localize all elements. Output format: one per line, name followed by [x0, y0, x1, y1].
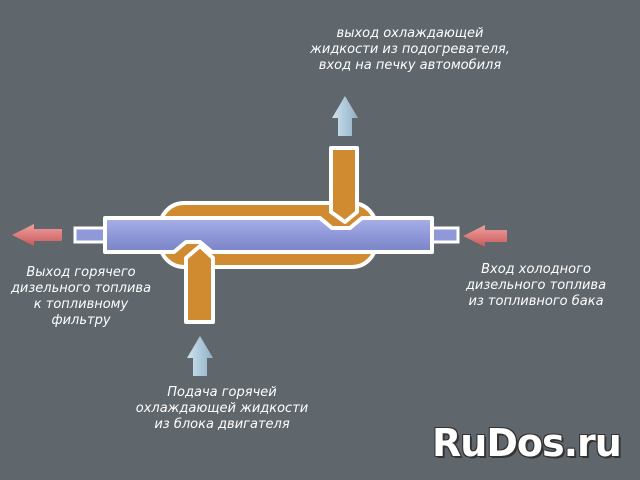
label-line: фильтру	[51, 313, 111, 328]
label-line: из топливного бака	[468, 294, 604, 309]
label-fuel-outlet: Выход горячего дизельного топлива к топл…	[6, 265, 156, 329]
label-line: жидкости из подогревателя,	[310, 42, 510, 57]
label-line: дизельного топлива	[10, 281, 152, 296]
watermark: RuDos.ru	[432, 421, 622, 465]
label-line: Подача горячей	[167, 385, 277, 400]
label-line: выход охлаждающей	[336, 26, 484, 41]
label-coolant-outlet: выход охлаждающей жидкости из подогреват…	[300, 26, 520, 74]
label-line: Вход холодного	[481, 262, 591, 277]
coolant-out-arrow-icon	[332, 96, 358, 136]
coolant-outlet-pipe	[329, 146, 359, 224]
label-coolant-inlet: Подача горячей охлаждающей жидкости из б…	[122, 385, 322, 433]
label-line: охлаждающей жидкости	[135, 401, 309, 416]
label-line: вход на печку автомобиля	[318, 58, 502, 73]
coolant-in-arrow-icon	[187, 336, 213, 376]
fuel-out-arrow-icon	[12, 224, 62, 246]
label-fuel-inlet: Вход холодного дизельного топлива из топ…	[446, 262, 626, 310]
coolant-inlet-pipe	[184, 244, 215, 324]
fuel-tube	[103, 216, 434, 254]
label-line: дизельного топлива	[465, 278, 607, 293]
fuel-in-arrow-icon	[463, 225, 507, 247]
label-line: из блока двигателя	[154, 417, 290, 432]
label-line: к топливному	[33, 297, 129, 312]
label-line: Выход горячего	[26, 265, 136, 280]
